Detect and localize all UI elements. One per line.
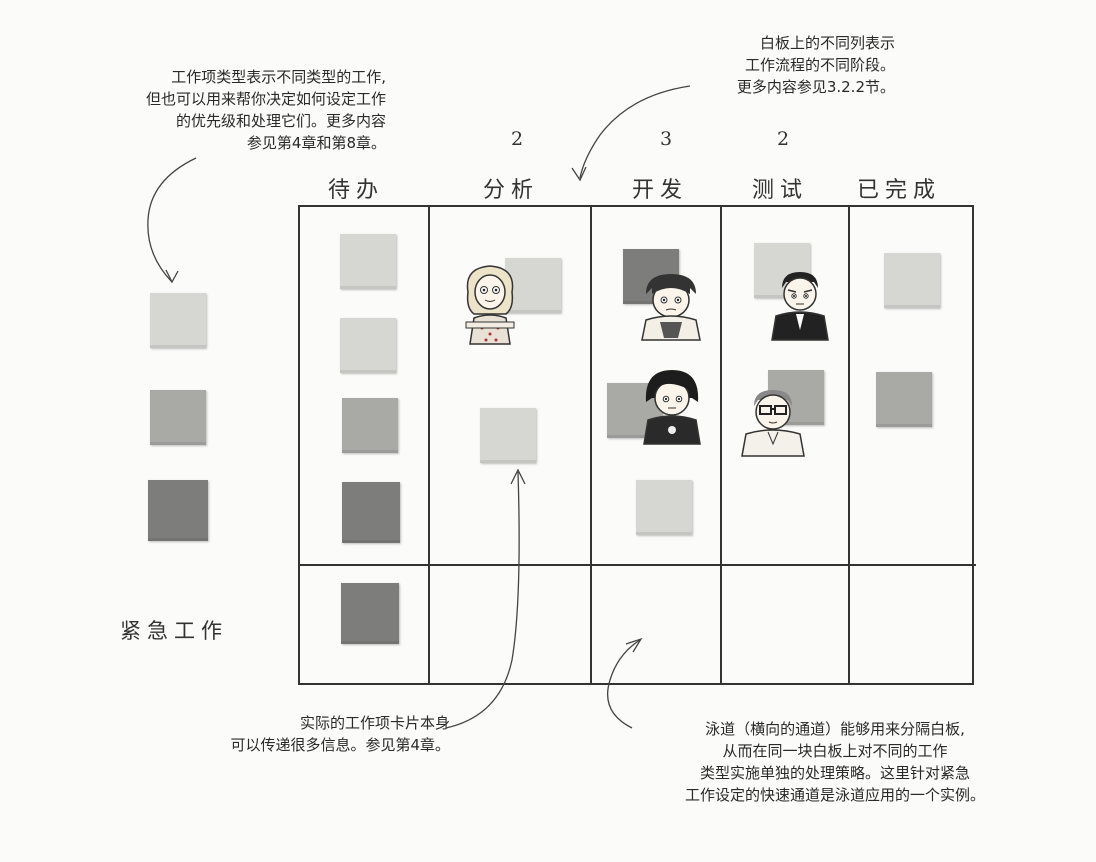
column-divider bbox=[720, 205, 722, 685]
note-swimlanes: 泳道（横向的通道）能够用来分隔白板, 从而在同一块白板上对不同的工作 类型实施单… bbox=[610, 718, 1060, 806]
note-columns: 白板上的不同列表示 工作流程的不同阶段。 更多内容参见3.2.2节。 bbox=[640, 32, 895, 98]
column-header-development: 开发 bbox=[632, 178, 689, 203]
note-line: 工作流程的不同阶段。 bbox=[744, 56, 895, 74]
column-header-analysis: 分析 bbox=[483, 178, 540, 203]
column-divider bbox=[428, 205, 430, 685]
person-avatar-tester-2 bbox=[741, 390, 805, 457]
note-line: 从而在同一块白板上对不同的工作 bbox=[722, 742, 948, 760]
note-line: 工作项类型表示不同类型的工作, bbox=[171, 68, 386, 86]
note-line: 类型实施单独的处理策略。这里针对紧急 bbox=[699, 764, 970, 782]
person-avatar-tester-1 bbox=[771, 272, 829, 341]
legend-card-medium bbox=[150, 390, 206, 445]
card-development-3 bbox=[636, 480, 692, 535]
arrow-cards bbox=[445, 471, 520, 729]
person-avatar-analyst bbox=[465, 265, 515, 345]
note-line: 白板上的不同列表示 bbox=[759, 34, 895, 52]
arrow-swimlanes bbox=[606, 639, 641, 729]
wip-limit-development: 3 bbox=[660, 128, 673, 150]
card-backlog-4 bbox=[342, 482, 400, 543]
note-line: 可以传递很多信息。参见第4章。 bbox=[230, 736, 450, 754]
note-line: 参见第4章和第8章。 bbox=[246, 134, 386, 152]
note-line: 工作设定的快速通道是泳道应用的一个实例。 bbox=[684, 786, 985, 804]
note-work-item-types: 工作项类型表示不同类型的工作, 但也可以用来帮你决定如何设定工作 的优先级和处理… bbox=[40, 66, 386, 154]
note-line: 但也可以用来帮你决定如何设定工作 bbox=[145, 90, 386, 108]
card-analysis-2 bbox=[480, 408, 536, 463]
note-line: 实际的工作项卡片本身 bbox=[299, 714, 450, 732]
swimlane-label-urgent: 紧急工作 bbox=[120, 619, 228, 643]
column-header-backlog: 待办 bbox=[328, 178, 385, 203]
kanban-board bbox=[298, 205, 976, 685]
person-avatar-developer-2 bbox=[643, 370, 701, 445]
note-line: 更多内容参见3.2.2节。 bbox=[736, 78, 895, 96]
column-header-testing: 测试 bbox=[752, 178, 809, 203]
note-line: 泳道（横向的通道）能够用来分隔白板, bbox=[705, 720, 965, 738]
note-line: 的优先级和处理它们。更多内容 bbox=[175, 112, 386, 130]
legend-card-dark bbox=[148, 480, 208, 541]
person-avatar-developer-1 bbox=[641, 274, 701, 341]
card-analysis-1 bbox=[505, 258, 561, 313]
wip-limit-analysis: 2 bbox=[511, 128, 524, 150]
card-backlog-3 bbox=[342, 398, 398, 453]
column-header-done: 已完成 bbox=[857, 178, 942, 203]
card-backlog-1 bbox=[340, 234, 396, 289]
arrow-work-item-types bbox=[147, 157, 197, 283]
card-backlog-2 bbox=[340, 318, 396, 373]
card-done-2 bbox=[876, 372, 932, 427]
note-cards: 实际的工作项卡片本身 可以传递很多信息。参见第4章。 bbox=[130, 712, 450, 756]
column-divider bbox=[590, 205, 592, 685]
legend-card-light bbox=[150, 293, 206, 348]
swimlane-divider bbox=[300, 564, 976, 566]
arrow-columns bbox=[579, 85, 691, 179]
card-done-1 bbox=[884, 253, 940, 308]
wip-limit-testing: 2 bbox=[777, 128, 790, 150]
column-divider bbox=[848, 205, 850, 685]
card-urgent-1 bbox=[341, 583, 399, 644]
